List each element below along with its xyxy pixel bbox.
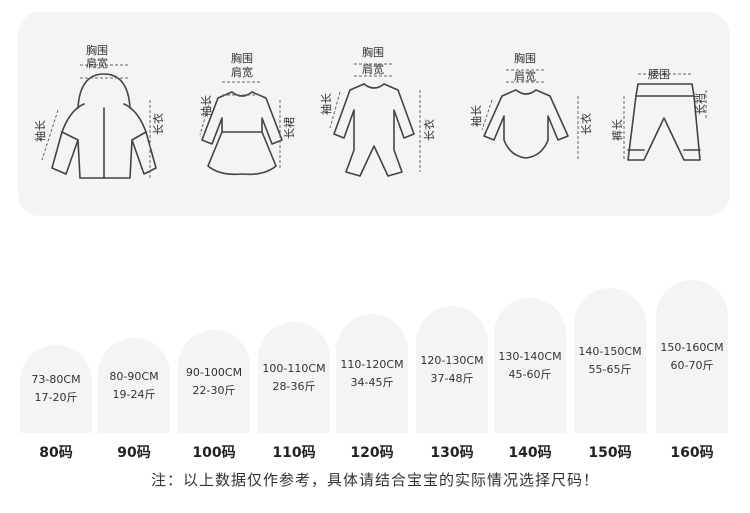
size-card: 110-120CM 34-45斤 [336,314,408,433]
pants-waist-label: 腰围 [648,68,670,81]
size-label: 140码 [508,445,552,461]
size-card: 73-80CM 17-20斤 [20,345,92,433]
size-label: 150码 [588,445,632,461]
size-card: 80-90CM 19-24斤 [98,338,170,433]
height-range: 100-110CM [262,361,326,375]
reference-note: 注：以上数据仅作参考，具体请结合宝宝的实际情况选择尺码！ [150,471,599,489]
size-label: 130码 [430,445,474,461]
size-label: 80码 [39,445,73,461]
height-range: 90-100CM [185,365,243,379]
bodysuit-shoulder-label: 肩宽 [514,70,536,83]
dress-shoulder-label: 肩宽 [231,66,253,79]
romper-chest-label: 胸围 [362,46,384,59]
weight-range: 22-30斤 [192,383,236,397]
coat-chest-label: 胸围 [86,44,108,57]
weight-range: 19-24斤 [112,387,156,401]
bodysuit-chest-label: 胸围 [514,52,536,65]
height-range: 110-120CM [340,357,404,371]
height-range: 150-160CM [660,340,724,354]
weight-range: 55-65斤 [588,362,632,376]
size-label: 90码 [117,445,151,461]
weight-range: 17-20斤 [34,391,78,404]
size-card: 150-160CM 60-70斤 [656,280,728,433]
weight-range: 60-70斤 [670,358,714,372]
size-label: 110码 [272,445,316,461]
size-card: 120-130CM 37-48斤 [416,306,488,433]
weight-range: 28-36斤 [272,379,316,393]
size-label: 100码 [192,445,236,461]
size-label: 120码 [350,445,394,461]
size-card: 140-150CM 55-65斤 [574,288,646,433]
height-range: 130-140CM [498,349,562,363]
height-range: 80-90CM [109,369,159,383]
coat-shoulder-label: 肩宽 [86,57,108,70]
height-range: 73-80CM [31,373,81,386]
size-label: 160码 [670,445,714,461]
size-card: 130-140CM 45-60斤 [494,298,566,433]
weight-range: 34-45斤 [350,375,394,389]
size-card: 100-110CM 28-36斤 [258,322,330,433]
dress-chest-label: 胸围 [231,52,253,65]
romper-shoulder-label: 肩宽 [362,63,384,76]
height-range: 120-130CM [420,353,484,367]
size-card: 90-100CM 22-30斤 [178,330,250,433]
height-range: 140-150CM [578,344,642,358]
weight-range: 37-48斤 [430,371,474,385]
weight-range: 45-60斤 [508,367,552,381]
